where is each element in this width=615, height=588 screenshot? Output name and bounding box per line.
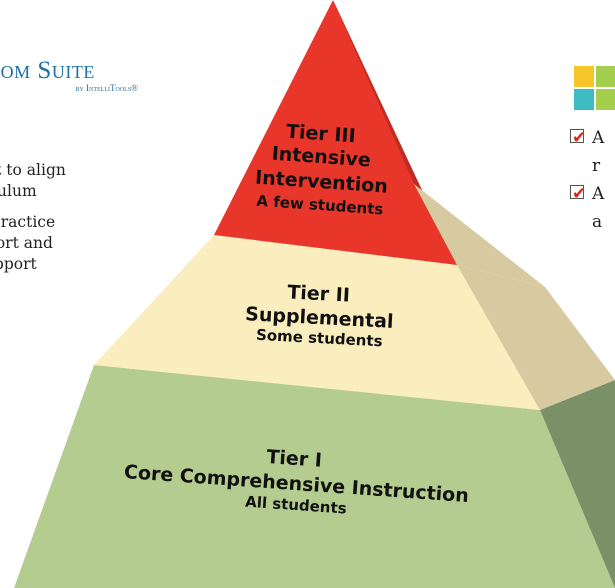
logo-square-teal [574,89,594,110]
checklist-item: ✔ A r [570,124,615,180]
tier1-front-face [14,365,615,588]
tier1-title: Tier I [266,446,323,472]
left-bullet-line: support [0,255,37,273]
left-bullet-item: d practice pport and support [0,212,170,275]
checklist-text: A r [592,124,604,180]
tier2-side-face [457,265,615,410]
checklist-item: ✔ A a [570,180,615,236]
logo-square-yellow [574,66,594,87]
checklist: ✔ A r ✔ A a [570,124,615,236]
tier2-title: Tier II [287,281,351,306]
left-bullet-line: d practice [0,213,56,231]
checkmark-icon: ✔ [572,184,587,204]
checklist-line: A [592,128,605,148]
checklist-line: a [592,212,603,232]
checklist-line: r [592,156,601,176]
checklist-line: A [592,184,605,204]
tier3-front-face [214,0,457,265]
left-bullet-line: riculum [0,182,37,200]
left-bullet-line: ent to align [0,161,66,179]
brand-subtitle: by IntelliTools® [75,83,138,93]
tier3-title: Tier III [285,121,356,148]
left-bullet-line: pport and [0,234,53,252]
left-bullet-list: ent to align riculum d practice pport an… [0,160,170,285]
checkbox-icon: ✔ [570,128,586,148]
brand-logo: Room Suite by IntelliTools® [0,58,150,93]
tier2-front-face [94,235,540,410]
brand-name: Room Suite [0,57,95,84]
checklist-text: A a [592,180,604,236]
tier1-side-face [540,380,615,588]
logo-square-lime [596,89,615,110]
tier3-right-face [414,184,545,287]
checkbox-icon: ✔ [570,184,586,204]
color-grid-logo [574,66,615,110]
checkmark-icon: ✔ [572,128,587,148]
logo-square-green [596,66,615,87]
left-bullet-item: ent to align riculum [0,160,170,202]
